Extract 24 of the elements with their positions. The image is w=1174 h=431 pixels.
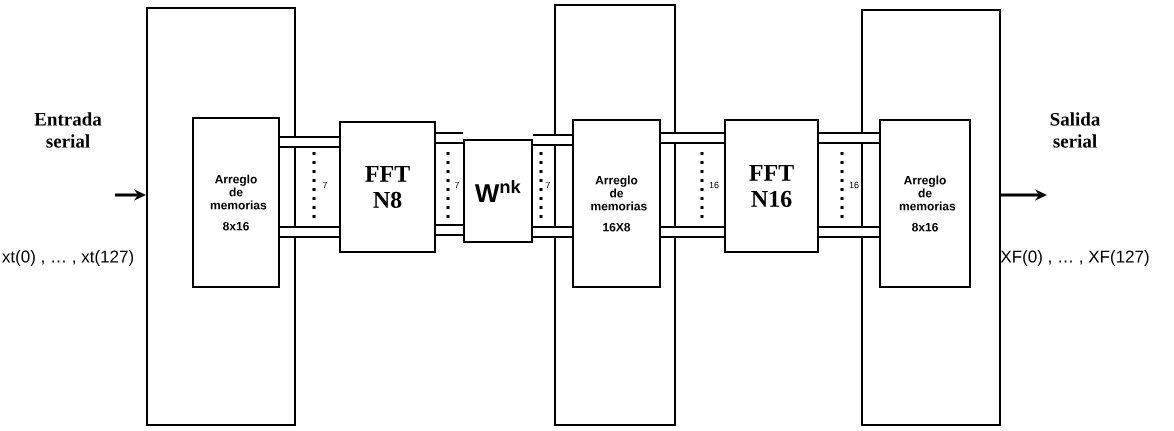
bus-width-label: 7	[545, 181, 551, 189]
fft-block: FFT N16	[724, 119, 819, 253]
bus-width-label: 7	[322, 181, 328, 189]
bus-width-label: 16	[849, 181, 859, 189]
signal-label: XF(0) , … , XF(127)	[1000, 250, 1149, 266]
memory-array-box: Arreglo de memorias 16X8	[572, 119, 661, 288]
memory-array-box: Arreglo de memorias 8x16	[192, 117, 280, 288]
memory-array-box: Arreglo de memorias 8x16	[879, 119, 971, 288]
twiddle-factor-box: W$^{nk}$	[463, 139, 533, 243]
signal-label: xt(0) , … , xt(127)	[2, 250, 134, 266]
io-label: Entrada serial	[34, 112, 102, 148]
fft-block: FFT N8	[339, 121, 436, 253]
bus-line	[280, 136, 339, 148]
bus-line	[819, 132, 879, 144]
bus-line	[533, 134, 572, 146]
bus-line	[819, 226, 879, 238]
bus-line	[661, 226, 724, 238]
io-label: Salida serial	[1050, 112, 1101, 148]
bus-line	[533, 226, 572, 238]
bus-line	[436, 132, 463, 144]
bus-line	[661, 132, 724, 144]
bus-width-label: 7	[454, 181, 460, 189]
bus-line	[280, 226, 339, 238]
bus-line	[436, 224, 463, 236]
